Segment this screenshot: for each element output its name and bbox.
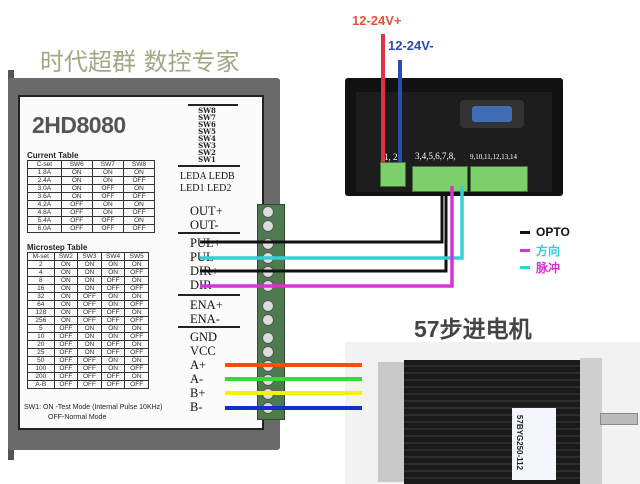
legend-swatch xyxy=(520,249,530,252)
terminal-screw[interactable] xyxy=(262,314,274,326)
divider xyxy=(188,104,238,106)
led-label: LED1 LED2 xyxy=(180,183,232,194)
wire-pul-minus xyxy=(200,186,464,260)
io-terminal-9-14 xyxy=(470,166,528,192)
motor-shaft xyxy=(600,413,638,425)
divider xyxy=(178,232,240,234)
terminal-screw[interactable] xyxy=(262,332,274,344)
driver-model: 2HD8080 xyxy=(32,112,126,138)
terminal-label: GND xyxy=(190,330,218,344)
terminal-screw[interactable] xyxy=(262,300,274,312)
motor-nameplate xyxy=(512,408,556,480)
switch-label: SW2 xyxy=(198,148,216,157)
terminal-screw[interactable] xyxy=(262,346,274,358)
table-cell: OFF xyxy=(53,380,79,389)
wire-dir-minus xyxy=(200,186,454,288)
led-labels: LEDA LEDB LED1 LED2 xyxy=(180,171,235,195)
pin-label-1-2: 1, 2, xyxy=(384,152,400,162)
watermark: 时代超群 数控专家 xyxy=(40,48,240,76)
table-cell: OFF xyxy=(122,224,156,233)
terminal-label: B- xyxy=(190,400,203,414)
motor-flange xyxy=(580,358,602,484)
terminal-label: OUT- xyxy=(190,218,219,232)
sw1-note: SW1: ON -Test Mode (Internal Pulse 10KHz… xyxy=(24,403,163,423)
switch-label: SW3 xyxy=(198,141,216,150)
legend-swatch xyxy=(520,230,530,234)
power-terminal xyxy=(380,162,406,187)
switch-label: SW8 xyxy=(198,106,216,115)
switch-label: SW6 xyxy=(198,120,216,129)
table-cell: OFF xyxy=(77,380,102,389)
motor-title: 57步进电机 xyxy=(414,316,532,342)
legend-label: 方向 xyxy=(536,244,561,258)
legend-label: 脉冲 xyxy=(536,261,561,275)
terminal-label: A+ xyxy=(190,358,207,372)
table-cell: A-B xyxy=(27,380,55,389)
wire-pul-plus xyxy=(200,194,444,244)
terminal-label: ENA+ xyxy=(190,298,223,312)
divider xyxy=(178,294,240,296)
terminal-label: ENA- xyxy=(190,312,220,326)
terminal-label: VCC xyxy=(190,344,216,358)
power-minus-label: 12-24V- xyxy=(388,38,434,53)
terminal-screw[interactable] xyxy=(262,206,274,218)
switch-label: SW4 xyxy=(198,134,216,143)
switch-label: SW1 xyxy=(198,155,216,164)
switch-label: SW7 xyxy=(198,113,216,122)
divider xyxy=(178,165,240,167)
pin-label-9-14: 9,10,11,12,13,14 xyxy=(470,153,517,161)
power-plus-label: 12-24V+ xyxy=(352,13,402,28)
terminal-screw[interactable] xyxy=(262,220,274,232)
legend-item: OPTO xyxy=(520,225,570,239)
legend-item: 脉冲 xyxy=(520,259,560,276)
sw1-note-line: OFF-Normal Mode xyxy=(48,414,107,421)
sw1-note-line: SW1: ON -Test Mode (Internal Pulse 10KHz… xyxy=(24,404,163,411)
legend-item: 方向 xyxy=(520,242,560,259)
legend-label: OPTO xyxy=(536,225,570,239)
current-table-title: Current Table xyxy=(27,151,79,160)
microstep-table-title: Microstep Table xyxy=(27,243,88,252)
divider xyxy=(178,326,240,328)
io-terminal-3-8 xyxy=(412,166,468,192)
terminal-label: OUT+ xyxy=(190,204,223,218)
legend-swatch xyxy=(520,266,530,269)
db9-connector xyxy=(472,106,512,122)
table-cell: OFF xyxy=(124,380,149,389)
pin-label-3-8: 3,4,5,6,7,8, xyxy=(415,151,456,161)
switch-label: SW5 xyxy=(198,127,216,136)
motor-endcap xyxy=(378,362,408,482)
terminal-label: A- xyxy=(190,372,204,386)
wire-dir-plus xyxy=(200,194,448,273)
led-label: LEDA LEDB xyxy=(180,171,235,182)
terminal-label: B+ xyxy=(190,386,206,400)
